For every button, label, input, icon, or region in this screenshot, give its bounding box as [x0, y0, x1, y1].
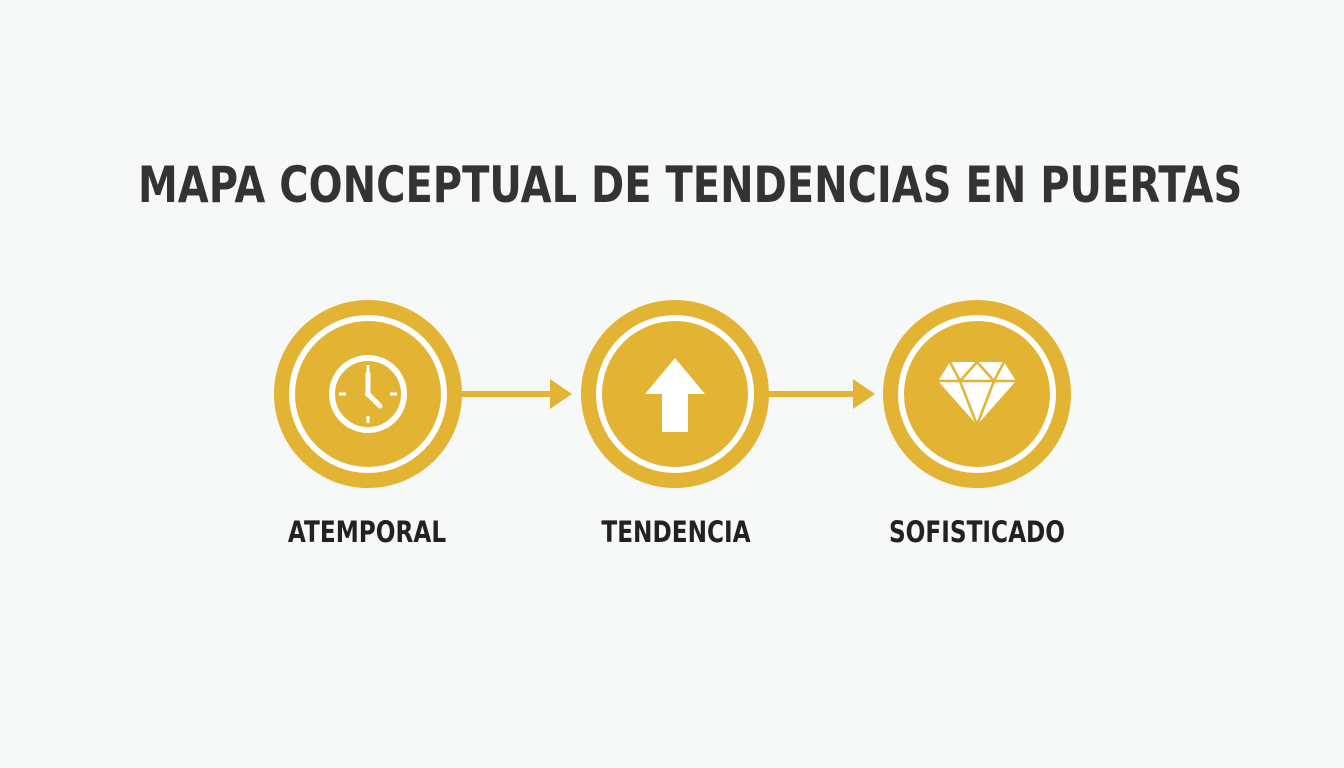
- arrow-up-icon: [645, 358, 705, 432]
- connector-arrowhead-1: [550, 379, 572, 409]
- diamond-icon: [938, 360, 1016, 426]
- node-inner-ring: [289, 315, 447, 473]
- step-node-sofisticado: [883, 300, 1071, 488]
- step-label-sofisticado: SOFISTICADO: [888, 515, 1066, 549]
- step-label-atemporal: ATEMPORAL: [287, 515, 447, 549]
- connector-arrowhead-2: [853, 379, 875, 409]
- step-node-atemporal: [274, 300, 462, 488]
- node-inner-ring: [596, 315, 754, 473]
- step-label-tendencia: TENDENCIA: [601, 515, 751, 549]
- step-node-tendencia: [581, 300, 769, 488]
- connector-arrow-1: [462, 379, 572, 409]
- node-inner-ring: [898, 315, 1056, 473]
- page-title: MAPA CONCEPTUAL DE TENDENCIAS EN PUERTAS: [138, 156, 1243, 214]
- clock-icon: [329, 355, 407, 433]
- connector-arrow-2: [768, 379, 875, 409]
